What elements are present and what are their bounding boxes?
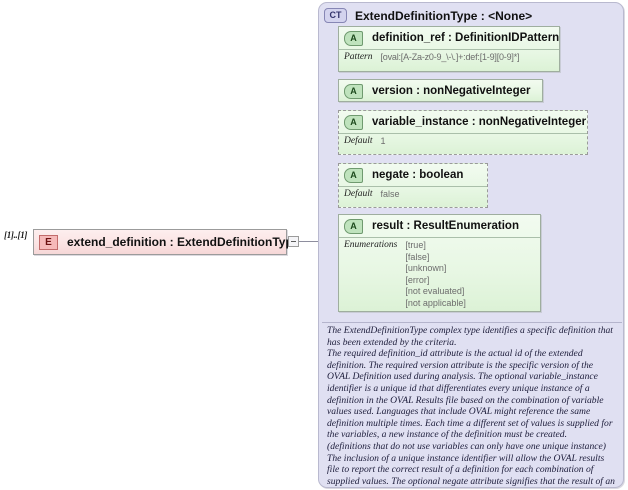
element-node-extend-definition[interactable]: E extend_definition : ExtendDefinitionTy… bbox=[33, 229, 299, 255]
documentation-paragraph: (definitions that do not use variables c… bbox=[327, 440, 615, 488]
complex-type-badge-icon: CT bbox=[324, 8, 347, 23]
facet-label: Default bbox=[344, 136, 373, 146]
attribute-header: A version : nonNegativeInteger bbox=[339, 80, 542, 102]
attribute-badge-icon: A bbox=[344, 114, 363, 130]
attribute-badge-icon: A bbox=[344, 30, 363, 46]
documentation-paragraph: The required definition_id attribute is … bbox=[327, 348, 613, 441]
attribute-facet-row: Pattern [oval:[A-Za-z0-9_\-\.]+:def:[1-9… bbox=[339, 49, 559, 67]
attribute-name-label: version : nonNegativeInteger bbox=[372, 85, 531, 97]
attribute-name-label: result : ResultEnumeration bbox=[372, 220, 519, 232]
attribute-badge-icon: A bbox=[344, 167, 363, 183]
attribute-header: A variable_instance : nonNegativeInteger bbox=[339, 111, 587, 133]
attribute-name-label: negate : boolean bbox=[372, 169, 464, 181]
facet-value: 1 bbox=[380, 136, 386, 146]
attribute-box-variable-instance[interactable]: A variable_instance : nonNegativeInteger… bbox=[338, 110, 588, 155]
attribute-header: A result : ResultEnumeration bbox=[339, 215, 540, 237]
facet-value: [oval:[A-Za-z0-9_\-\.]+:def:[1-9][0-9]*] bbox=[380, 52, 520, 62]
facet-label: Pattern bbox=[344, 52, 373, 62]
attribute-header: A definition_ref : DefinitionIDPattern bbox=[339, 27, 559, 49]
attribute-badge-icon: A bbox=[344, 83, 363, 99]
attribute-header: A negate : boolean bbox=[339, 164, 487, 186]
complex-type-title: ExtendDefinitionType : <None> bbox=[355, 8, 533, 23]
documentation-block: The ExtendDefinitionType complex type id… bbox=[322, 322, 622, 488]
connector-element-to-trunk bbox=[299, 241, 325, 242]
attribute-box-definition-ref[interactable]: A definition_ref : DefinitionIDPattern P… bbox=[338, 26, 560, 72]
attribute-box-version[interactable]: A version : nonNegativeInteger bbox=[338, 79, 543, 102]
facet-label: Enumerations bbox=[344, 240, 398, 250]
facet-value: [true] [false] [unknown] [error] [not ev… bbox=[405, 240, 466, 308]
attribute-facet-row: Enumerations [true] [false] [unknown] [e… bbox=[339, 237, 540, 312]
cardinality-label: [1]..[1] bbox=[4, 230, 28, 240]
attribute-name-label: variable_instance : nonNegativeInteger bbox=[372, 116, 587, 128]
attribute-facet-row: Default 1 bbox=[339, 133, 587, 151]
collapse-minus-icon[interactable] bbox=[288, 236, 299, 247]
facet-label: Default bbox=[344, 189, 373, 199]
complex-type-header: CT ExtendDefinitionType : <None> bbox=[319, 3, 623, 23]
facet-value: false bbox=[380, 189, 400, 199]
attribute-box-negate[interactable]: A negate : boolean Default false bbox=[338, 163, 488, 208]
attribute-badge-icon: A bbox=[344, 218, 363, 234]
element-badge-icon: E bbox=[39, 234, 58, 250]
attribute-name-label: definition_ref : DefinitionIDPattern bbox=[372, 32, 560, 44]
attribute-facet-row: Default false bbox=[339, 186, 487, 204]
documentation-paragraph: The ExtendDefinitionType complex type id… bbox=[327, 325, 613, 348]
attribute-box-result[interactable]: A result : ResultEnumeration Enumeration… bbox=[338, 214, 541, 312]
element-node-label: extend_definition : ExtendDefinitionType bbox=[67, 235, 300, 249]
